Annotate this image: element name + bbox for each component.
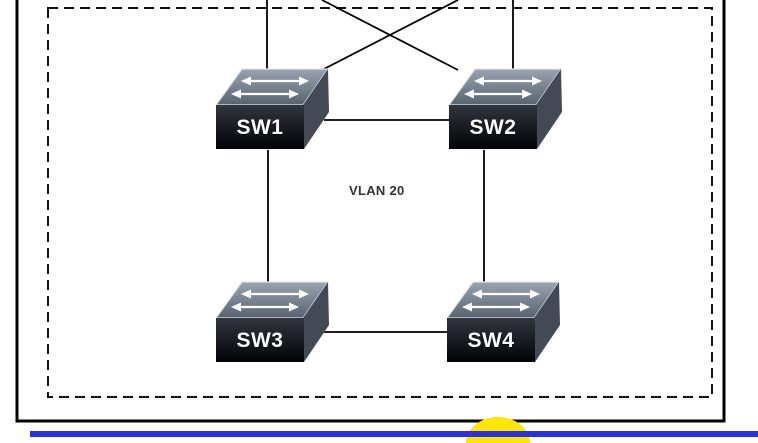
vlan-boundary-dashed-frame	[47, 7, 713, 398]
switch-icon	[446, 281, 561, 362]
switch-icon	[215, 68, 330, 149]
link-sw1-uplink-cross	[321, 0, 459, 71]
switch-arrows-icon	[464, 76, 542, 99]
vlan-label: VLAN 20	[349, 183, 405, 198]
switch-node-sw1[interactable]: SW1	[215, 68, 330, 150]
bottom-blue-bar	[30, 431, 758, 437]
switch-icon	[215, 281, 330, 362]
switch-label: SW1	[236, 116, 284, 139]
switch-node-sw3[interactable]: SW3	[215, 281, 330, 363]
switch-arrows-icon	[231, 289, 309, 312]
switch-label: SW3	[236, 329, 284, 352]
outer-frame	[15, 0, 726, 423]
yellow-highlight-ellipse	[466, 417, 530, 443]
link-sw2-uplink-cross	[321, 0, 459, 71]
switch-node-sw4[interactable]: SW4	[446, 281, 561, 363]
switch-label: SW4	[467, 329, 515, 352]
switch-icon	[448, 68, 563, 149]
switch-node-sw2[interactable]: SW2	[448, 68, 563, 150]
switch-arrows-icon	[231, 76, 309, 99]
switch-arrows-icon	[462, 289, 540, 312]
switch-label: SW2	[469, 116, 517, 139]
